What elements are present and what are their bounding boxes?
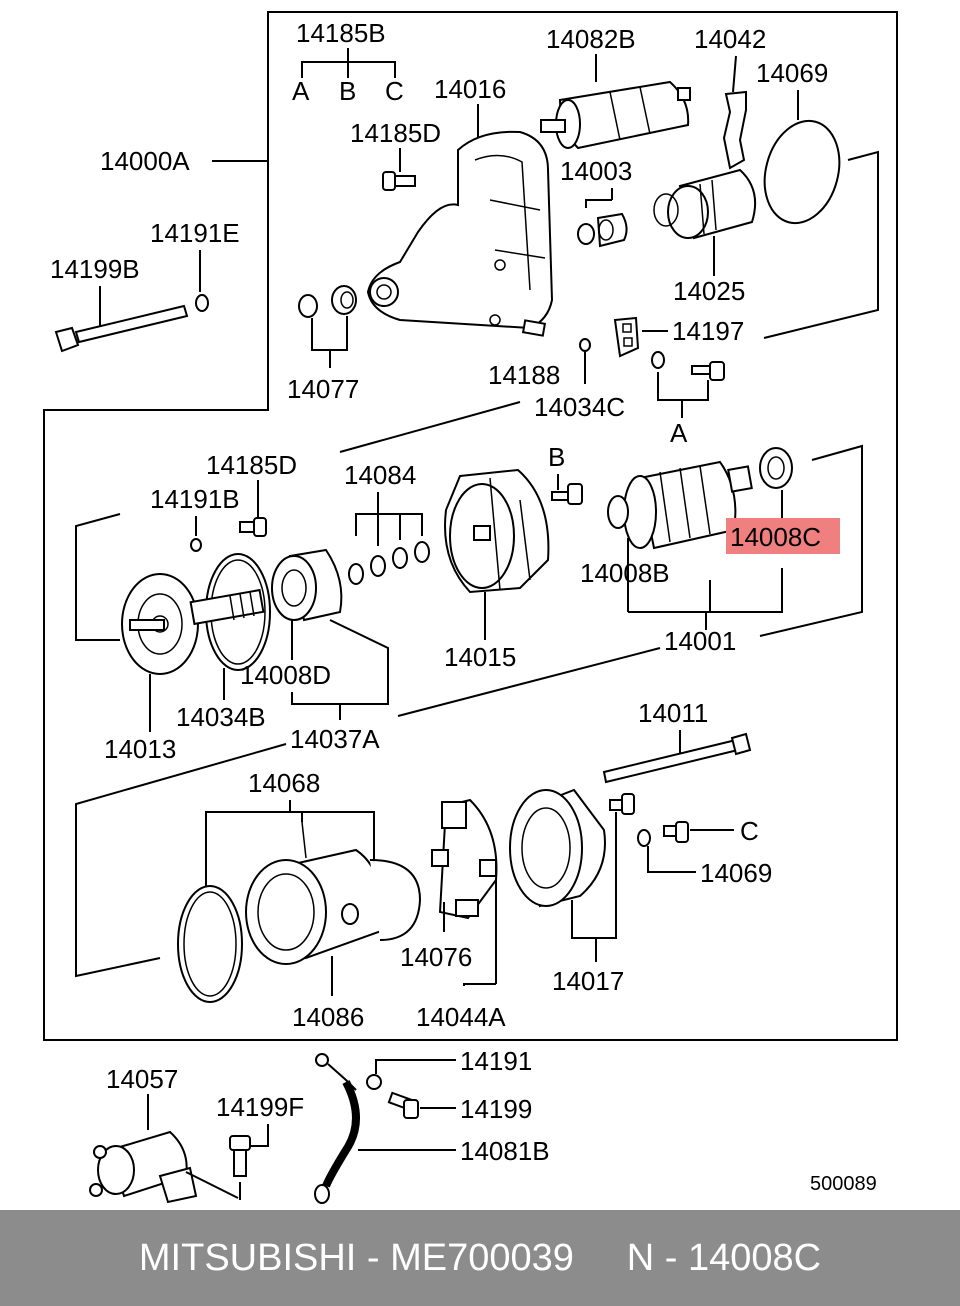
label-14025: 14025 xyxy=(673,276,745,306)
label-14008B: 14008B xyxy=(580,558,670,588)
label-14191B: 14191B xyxy=(150,484,240,514)
bolt-14199 xyxy=(387,1091,419,1119)
footer-ref: 14008C xyxy=(687,1236,822,1279)
label-14199B: 14199B xyxy=(50,254,140,284)
label-A-bolt: A xyxy=(670,418,688,448)
gasket-14068 xyxy=(177,885,243,1003)
washer-a xyxy=(651,351,665,369)
label-14001: 14001 xyxy=(664,626,736,656)
label-14057: 14057 xyxy=(106,1064,178,1094)
label-14185D-2: 14185D xyxy=(206,450,297,480)
label-B-bolt: B xyxy=(548,442,565,472)
label-14185D: 14185D xyxy=(350,118,441,148)
bushing-14077 xyxy=(298,285,357,318)
label-14191: 14191 xyxy=(460,1046,532,1076)
bolt-14185D xyxy=(382,171,416,191)
brush-holder-14015 xyxy=(444,468,550,594)
cable-14081B xyxy=(314,1053,360,1204)
label-14185B-B: B xyxy=(339,76,356,106)
label-14069-top: 14069 xyxy=(756,58,828,88)
footer-brand: MITSUBISHI xyxy=(138,1236,357,1279)
label-14008C[interactable]: 14008C xyxy=(730,522,821,552)
label-14068: 14068 xyxy=(248,768,320,798)
label-14188: 14188 xyxy=(488,360,560,390)
long-bolt-14199B xyxy=(54,304,189,353)
armature-14001 xyxy=(607,460,753,550)
rear-housing-14017 xyxy=(509,788,606,908)
bearing-14008C[interactable] xyxy=(759,447,793,489)
through-bolt-14011 xyxy=(602,732,752,784)
front-housing-14016 xyxy=(366,130,554,330)
overrunning-clutch-14025 xyxy=(653,168,756,240)
plunger-14003 xyxy=(577,212,628,248)
label-14011: 14011 xyxy=(638,698,708,728)
label-14008D: 14008D xyxy=(240,660,331,690)
label-14082B: 14082B xyxy=(546,24,636,54)
shift-lever-14042 xyxy=(722,90,747,170)
lockwasher-14191 xyxy=(366,1074,382,1090)
rear-bracket-14013 xyxy=(121,573,199,675)
label-14185B-A: A xyxy=(292,76,310,106)
label-14197: 14197 xyxy=(672,316,744,346)
label-14042: 14042 xyxy=(694,24,766,54)
label-14013: 14013 xyxy=(104,734,176,764)
washer-14191B xyxy=(190,538,202,552)
label-14185B-C: C xyxy=(385,76,404,106)
relay-14057 xyxy=(89,1130,198,1204)
label-14034B: 14034B xyxy=(176,702,266,732)
label-14086: 14086 xyxy=(292,1002,364,1032)
label-14000A: 14000A xyxy=(100,146,190,176)
label-C-bolt: C xyxy=(740,816,759,846)
solenoid-14082B xyxy=(540,80,691,150)
figure-code: 500089 xyxy=(810,1173,877,1195)
label-14185B: 14185B xyxy=(296,18,386,48)
washer-14069 xyxy=(637,829,651,847)
bolt-c xyxy=(663,821,689,843)
plate-14197 xyxy=(613,316,640,358)
highlight-14008C xyxy=(726,518,840,554)
bolt-a xyxy=(691,361,725,381)
washers-14084 xyxy=(348,541,430,585)
label-14077: 14077 xyxy=(287,374,359,404)
brush-assembly-14076 xyxy=(431,798,498,920)
footer-part-number[interactable]: ME700039 xyxy=(390,1236,574,1279)
seal-ring-14069 xyxy=(763,119,841,225)
bearing-14008D xyxy=(271,548,343,622)
pin-14188 xyxy=(521,319,547,337)
yoke-14086 xyxy=(245,821,422,965)
screw-14185D xyxy=(239,517,267,537)
bolt-14199F xyxy=(229,1135,251,1177)
label-14037A: 14037A xyxy=(290,724,380,754)
label-14081B: 14081B xyxy=(460,1136,550,1166)
footer-bar: MITSUBISHI - ME700039 N - 14008C xyxy=(0,1210,960,1306)
assembly-frame xyxy=(43,11,898,1041)
label-14016: 14016 xyxy=(434,74,506,104)
footer-ref-prefix: N - xyxy=(626,1236,688,1279)
label-14015: 14015 xyxy=(444,642,516,672)
washer-14191E xyxy=(195,294,209,312)
label-14034C: 14034C xyxy=(534,392,625,422)
label-14069-b: 14069 xyxy=(700,858,772,888)
bolt-14017 xyxy=(609,793,635,815)
label-14076: 14076 xyxy=(400,942,472,972)
label-14191E: 14191E xyxy=(150,218,240,248)
label-14199F: 14199F xyxy=(216,1092,304,1122)
label-14199: 14199 xyxy=(460,1094,532,1124)
label-14017: 14017 xyxy=(552,966,624,996)
label-14084: 14084 xyxy=(344,460,416,490)
starter-motor-exploded-diagram: 14185B A B C 14000A 14185D 14016 14077 1… xyxy=(43,11,898,1204)
footer-separator: - xyxy=(356,1236,391,1279)
bolt-b xyxy=(551,483,583,505)
footer-gap xyxy=(574,1237,627,1280)
shaft-gear xyxy=(189,588,265,626)
label-14044A: 14044A xyxy=(416,1002,506,1032)
pin-small xyxy=(579,338,591,352)
label-14003: 14003 xyxy=(560,156,632,186)
